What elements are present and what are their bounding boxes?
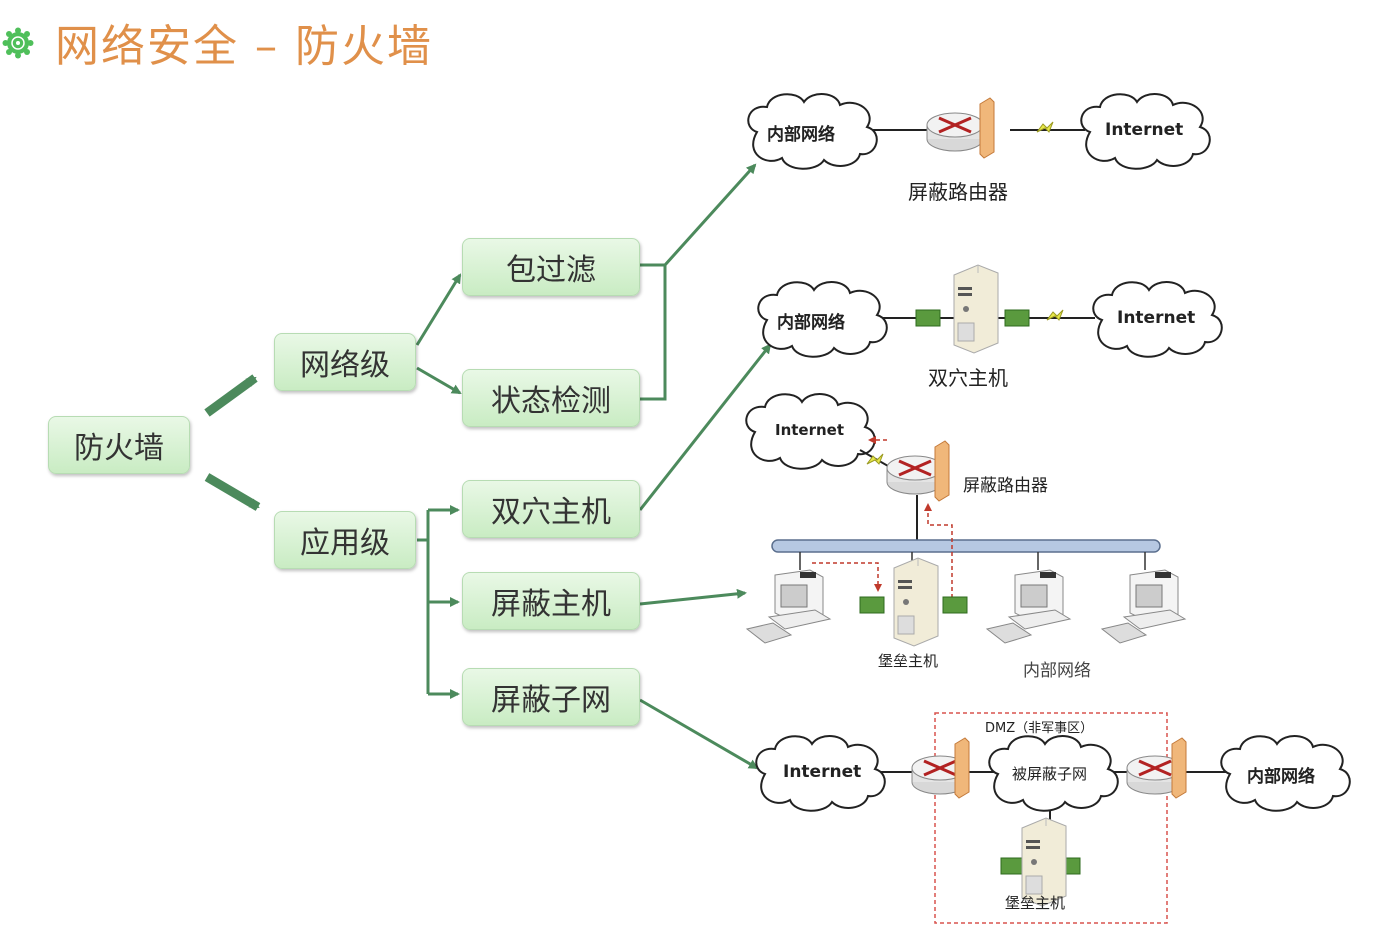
- bracket-network-children: [640, 263, 667, 401]
- device-label-dual-homed-host: 双穴主机: [928, 366, 1008, 390]
- arrow-root-to-network: [204, 374, 258, 417]
- node-screened-subnet: 屏蔽子网: [462, 668, 640, 726]
- router-icon: [925, 111, 985, 153]
- device-label-bastion-host: 堡垒主机: [878, 652, 939, 670]
- network-card-icon: [942, 596, 968, 614]
- label-internal-network: 内部网络: [1023, 661, 1091, 681]
- node-network-level: 网络级: [274, 333, 416, 391]
- computer-icon: [1101, 569, 1186, 644]
- bastion-host-icon: [893, 557, 939, 647]
- cloud-label-internal-network: 内部网络: [777, 313, 845, 333]
- dmz-label: DMZ（非军事区）: [985, 721, 1094, 736]
- device-label-screening-router: 屏蔽路由器: [963, 476, 1048, 496]
- device-label-screening-router: 屏蔽路由器: [908, 180, 1008, 204]
- server-icon: [953, 264, 999, 354]
- slide-title: 网络安全 – 防火墙: [55, 21, 433, 72]
- node-dual-homed-host: 双穴主机: [462, 480, 640, 538]
- dmz-boundary: [934, 712, 1168, 924]
- cloud-label-internet: Internet: [1105, 120, 1184, 140]
- bracket-application-children: [417, 510, 430, 694]
- firewall-icon: [979, 97, 995, 159]
- gear-flower-icon: [2, 27, 34, 59]
- cloud-label-screened-subnet: 被屏蔽子网: [1012, 765, 1088, 783]
- node-stateful-inspection: 状态检测: [462, 369, 640, 427]
- arrow-network-to-packet-filter: [415, 273, 462, 346]
- cloud-label-internet: Internet: [775, 421, 845, 439]
- firewall-icon: [934, 440, 950, 502]
- cloud-label-internal-network: 内部网络: [767, 125, 835, 145]
- arrow-root-to-application: [204, 473, 261, 511]
- screening-router-diagram: [747, 93, 1211, 170]
- device-label-bastion-host: 堡垒主机: [1005, 894, 1066, 912]
- computer-icon: [746, 569, 831, 644]
- cloud-label-internet: Internet: [783, 762, 862, 782]
- node-screened-host: 屏蔽主机: [462, 572, 640, 630]
- firewall-icon: [954, 737, 970, 799]
- screened-subnet-diagram: [755, 712, 1351, 924]
- computer-icon: [986, 569, 1071, 644]
- screened-host-diagram: [745, 393, 1186, 647]
- cloud-label-internal-network: 内部网络: [1247, 767, 1315, 787]
- network-card-icon: [859, 596, 885, 614]
- arrow-to-dual-homed-diagram: [638, 343, 772, 511]
- node-packet-filter: 包过滤: [462, 238, 640, 296]
- cloud-label-internet: Internet: [1117, 308, 1196, 328]
- dual-homed-diagram: [757, 264, 1223, 358]
- arrow-to-screening-router: [663, 163, 757, 267]
- arrow-to-screened-subnet-diagram: [639, 698, 759, 770]
- network-card-icon: [1000, 857, 1026, 875]
- node-firewall: 防火墙: [48, 416, 190, 474]
- arrow-to-screened-host-diagram: [639, 588, 747, 606]
- network-card-icon: [1004, 309, 1030, 327]
- lan-bus: [771, 539, 1161, 553]
- firewall-icon: [1171, 737, 1187, 799]
- node-application-level: 应用级: [274, 511, 416, 569]
- network-card-icon: [915, 309, 941, 327]
- arrow-network-to-stateful: [416, 366, 462, 395]
